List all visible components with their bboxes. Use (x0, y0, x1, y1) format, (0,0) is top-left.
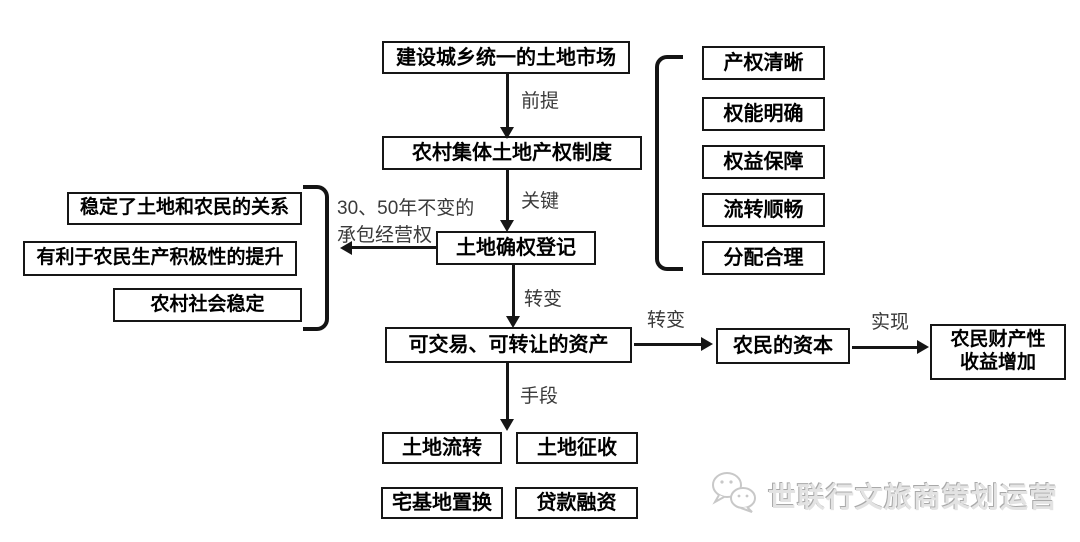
node-outcome-rural-stability: 农村社会稳定 (113, 288, 302, 322)
arrow-tenure-head (340, 241, 352, 255)
wechat-logo-icon (708, 468, 760, 523)
node-farmer-capital: 农民的资本 (716, 328, 850, 364)
node-tradable-asset: 可交易、可转让的资产 (385, 327, 632, 363)
node-principle-fair-distribution: 分配合理 (702, 241, 825, 275)
node-means-land-expropriation: 土地征收 (516, 432, 638, 464)
node-means-loan-financing: 贷款融资 (515, 487, 638, 519)
arrow-transform-down-line (512, 265, 515, 316)
arrow-tenure-line (352, 246, 437, 249)
node-principle-smooth-transfer: 流转顺畅 (702, 193, 825, 227)
arrow-transform-right-head (701, 337, 713, 351)
node-outcome-production-enthusiasm: 有利于农民生产积极性的提升 (23, 241, 297, 276)
edge-label-realize: 实现 (871, 312, 910, 333)
watermark: 世联行文旅商策划运营 (708, 468, 1058, 523)
edge-label-transform-right: 转变 (647, 310, 686, 331)
node-income-increase: 农民财产性 收益增加 (930, 324, 1066, 380)
node-means-land-transfer: 土地流转 (382, 432, 502, 464)
arrow-premise-line (506, 74, 509, 127)
node-principle-clear-powers: 权能明确 (702, 97, 825, 131)
node-property-system: 农村集体土地产权制度 (382, 136, 642, 170)
arrow-realize-line (852, 346, 917, 349)
node-outcome-land-farmer-relation: 稳定了土地和农民的关系 (67, 192, 302, 225)
arrow-key-head (500, 220, 514, 232)
edge-label-tenure-line2: 承包经营权 (337, 225, 433, 246)
arrow-realize-head (917, 340, 929, 354)
arrow-premise-head (500, 127, 514, 139)
node-means-homestead-swap: 宅基地置换 (381, 487, 503, 519)
income-increase-line1: 农民财产性 (950, 329, 1046, 351)
arrow-transform-right-line (634, 343, 701, 346)
node-land-market: 建设城乡统一的土地市场 (382, 41, 630, 74)
edge-label-means: 手段 (520, 386, 559, 407)
edge-label-transform-down: 转变 (524, 289, 563, 310)
edge-label-tenure-line1: 30、50年不变的 (337, 198, 475, 219)
arrow-key-line (506, 170, 509, 220)
edge-label-premise: 前提 (521, 91, 560, 112)
node-principle-clear-property: 产权清晰 (702, 46, 825, 80)
arrow-means-line (506, 363, 509, 419)
watermark-text: 世联行文旅商策划运营 (768, 481, 1059, 513)
arrow-means-head (500, 419, 514, 431)
edge-label-key: 关键 (521, 191, 560, 212)
node-registration: 土地确权登记 (436, 231, 596, 265)
left-group-bracket (303, 185, 329, 331)
arrow-transform-down-head (506, 316, 520, 328)
right-group-bracket (655, 55, 683, 271)
income-increase-line2: 收益增加 (959, 352, 1036, 373)
node-principle-rights-protection: 权益保障 (702, 145, 825, 179)
